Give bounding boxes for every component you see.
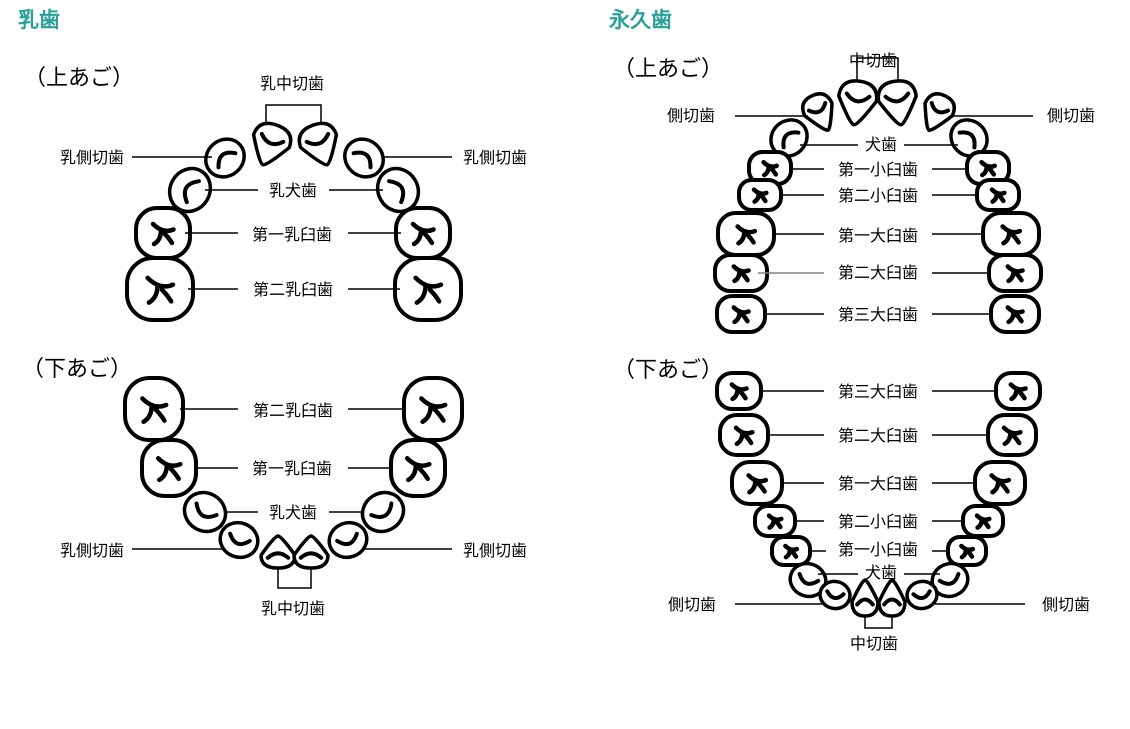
permanent-lower-first-premolar-right — [946, 535, 988, 567]
permanent-upper-first-molar-right — [981, 211, 1041, 257]
primary-lower-second-molar-left — [123, 376, 185, 442]
permanent-lower-second-premolar-right — [961, 504, 1005, 538]
permanent-lower-central-incisor-right — [877, 578, 907, 618]
label-permanent-upper-central-incisor: 中切歯 — [849, 51, 897, 70]
label-primary-lower-second-molar: 第二乳臼歯 — [253, 401, 333, 420]
permanent-lower-first-premolar-left — [770, 535, 812, 567]
label-primary-upper-second-molar: 第二乳臼歯 — [253, 280, 333, 299]
permanent-lower-central-bracket — [864, 616, 893, 629]
primary-upper-lateral-incisor-left — [204, 137, 246, 179]
permanent-upper-third-molar-left — [715, 294, 767, 334]
permanent-upper-lateral-incisor-left — [801, 92, 834, 133]
permanent-lower-canine-left — [788, 561, 828, 599]
label-primary-lower-lateral-incisor-left: 乳側切歯 — [60, 541, 124, 560]
primary-lower-central-incisor-left — [259, 534, 297, 570]
permanent-upper-first-molar-left — [716, 211, 776, 257]
label-permanent-lower-second-premolar: 第二小臼歯 — [838, 512, 918, 531]
label-permanent-upper-lateral-incisor-right: 側切歯 — [1047, 106, 1095, 125]
label-permanent-lower-second-molar: 第二大臼歯 — [838, 426, 918, 445]
label-permanent-upper-third-molar: 第三大臼歯 — [838, 305, 918, 324]
label-primary-upper-lateral-incisor-left: 乳側切歯 — [60, 148, 124, 167]
label-permanent-upper-canine: 犬歯 — [865, 135, 897, 154]
permanent-lower-first-molar-left — [730, 460, 784, 506]
primary-lower-lateral-incisor-right — [327, 520, 369, 560]
primary-upper-first-molar-left — [134, 206, 192, 260]
primary-upper-canine-right — [375, 166, 421, 214]
label-primary-lower-canine: 乳犬歯 — [269, 503, 317, 522]
permanent-teeth-title: 永久歯 — [608, 8, 672, 32]
primary-upper-second-molar-left — [125, 256, 195, 322]
primary-lower-canine-right — [360, 490, 406, 534]
permanent-lower-second-molar-left — [718, 413, 770, 457]
primary-lower-jaw-label: （下あご） — [22, 357, 132, 382]
permanent-upper-second-molar-left — [713, 253, 769, 293]
permanent-lower-central-incisor-left — [850, 578, 880, 618]
permanent-upper-central-incisor-right — [876, 79, 918, 127]
permanent-lower-second-premolar-left — [753, 504, 797, 538]
permanent-lower-jaw-label: （下あご） — [613, 358, 723, 383]
primary-upper-central-incisor-right — [297, 121, 339, 167]
primary-lower-central-incisor-right — [292, 534, 330, 570]
primary-upper-first-molar-right — [394, 206, 452, 260]
primary-upper-lateral-incisor-right — [343, 137, 385, 179]
label-primary-lower-first-molar: 第一乳臼歯 — [252, 459, 332, 478]
primary-upper-central-incisor-left — [251, 121, 293, 167]
label-permanent-upper-second-premolar: 第二小臼歯 — [838, 186, 918, 205]
permanent-lower-lateral-incisor-right — [905, 579, 939, 611]
primary-lower-second-molar-right — [402, 376, 464, 442]
label-primary-lower-lateral-incisor-right: 乳側切歯 — [463, 541, 527, 560]
permanent-upper-central-bracket — [856, 57, 899, 82]
label-permanent-upper-second-molar: 第二大臼歯 — [838, 263, 918, 282]
permanent-lower-third-molar-right — [994, 371, 1042, 411]
label-primary-upper-central-incisor: 乳中切歯 — [260, 74, 324, 93]
primary-lower-first-molar-right — [389, 438, 447, 498]
label-permanent-lower-lateral-incisor-right: 側切歯 — [1042, 595, 1090, 614]
permanent-upper-second-premolar-right — [975, 178, 1021, 212]
permanent-upper-jaw-label: （上あご） — [613, 57, 723, 82]
label-permanent-lower-lateral-incisor-left: 側切歯 — [668, 595, 716, 614]
label-permanent-upper-first-molar: 第一大臼歯 — [838, 226, 918, 245]
label-permanent-upper-first-premolar: 第一小臼歯 — [838, 160, 918, 179]
label-permanent-lower-third-molar: 第三大臼歯 — [838, 382, 918, 401]
permanent-upper-first-premolar-left — [747, 150, 793, 186]
label-permanent-lower-central-incisor: 中切歯 — [850, 634, 898, 653]
primary-upper-central-bracket — [265, 104, 322, 125]
permanent-upper-second-premolar-left — [737, 178, 783, 212]
label-permanent-lower-first-molar: 第一大臼歯 — [838, 474, 918, 493]
primary-lower-central-bracket — [277, 568, 312, 589]
label-primary-lower-central-incisor: 乳中切歯 — [261, 599, 325, 618]
primary-upper-jaw-label: （上あご） — [24, 66, 134, 91]
permanent-upper-second-molar-right — [987, 253, 1043, 293]
label-permanent-lower-first-premolar: 第一小臼歯 — [838, 540, 918, 559]
label-permanent-upper-lateral-incisor-left: 側切歯 — [667, 106, 715, 125]
teeth-layer — [123, 79, 1043, 618]
label-primary-upper-canine: 乳犬歯 — [269, 181, 317, 200]
label-permanent-lower-canine: 犬歯 — [865, 563, 897, 582]
permanent-lower-canine-right — [930, 561, 970, 599]
permanent-upper-third-molar-right — [989, 294, 1041, 334]
leader-lines — [132, 57, 1033, 629]
permanent-lower-first-molar-right — [973, 460, 1027, 506]
permanent-upper-central-incisor-left — [837, 79, 879, 127]
permanent-lower-lateral-incisor-left — [818, 579, 852, 611]
permanent-lower-third-molar-left — [715, 371, 763, 411]
primary-lower-first-molar-left — [140, 438, 198, 498]
primary-lower-lateral-incisor-left — [218, 520, 260, 560]
label-primary-upper-lateral-incisor-right: 乳側切歯 — [463, 148, 527, 167]
primary-lower-canine-left — [182, 490, 228, 534]
label-primary-upper-first-molar: 第一乳臼歯 — [252, 225, 332, 244]
permanent-lower-second-molar-right — [986, 413, 1038, 457]
primary-teeth-title: 乳歯 — [18, 8, 60, 32]
primary-upper-second-molar-right — [393, 256, 463, 322]
